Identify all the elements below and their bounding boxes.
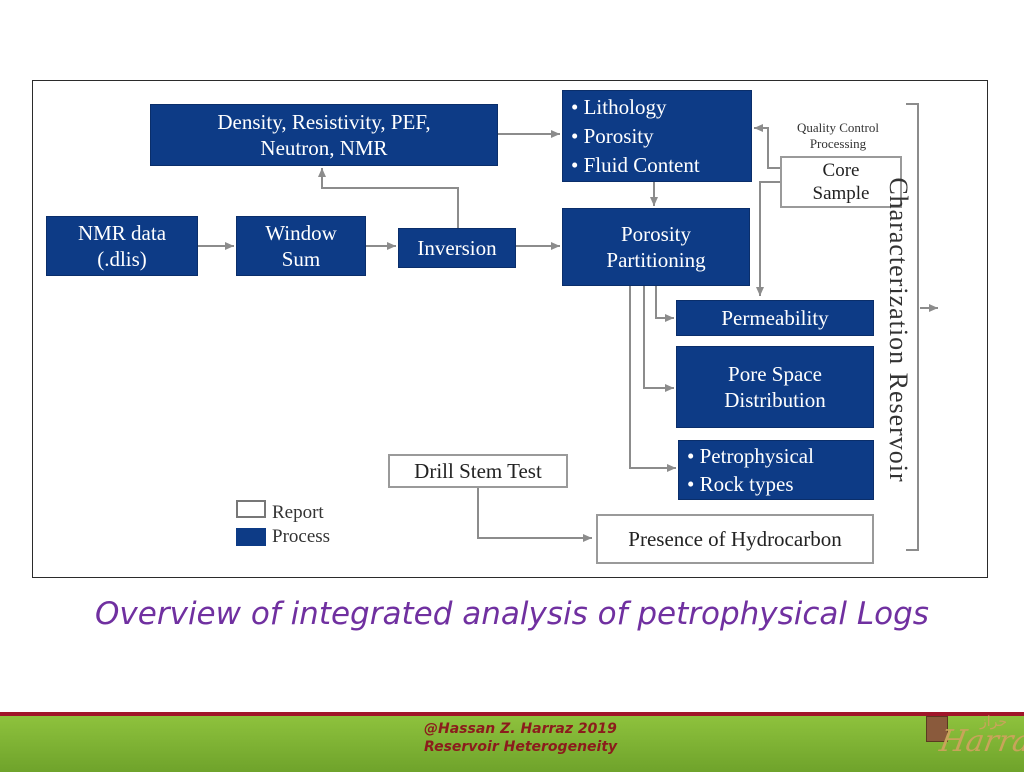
- legend-process-label: Process: [272, 526, 331, 547]
- inversion-label: Inversion: [417, 236, 497, 260]
- figure-caption: Overview of integrated analysis of petro…: [95, 596, 929, 632]
- qc-line-1: Quality Control: [797, 120, 879, 135]
- nmr-data-box: NMR data (.dlis): [46, 216, 198, 276]
- density-resistivity-box: Density, Resistivity, PEF, Neutron, NMR: [150, 104, 498, 166]
- logo-arabic-text: حراز: [980, 715, 1008, 730]
- arrow-core-properties: [754, 124, 780, 169]
- pore-space-box: Pore Space Distribution: [676, 346, 874, 428]
- drill-stem-test-box: Drill Stem Test: [388, 454, 568, 488]
- legend-report-swatch: [236, 500, 266, 518]
- author-photo-icon: [926, 716, 948, 742]
- core-line-1: Core: [822, 160, 860, 181]
- permeability-box: Permeability: [676, 300, 874, 336]
- legend-report-label: Report: [272, 502, 324, 523]
- arrow-inversion-density: [318, 168, 459, 228]
- harraz-logo: Harraz: [936, 724, 1024, 759]
- permeability-label: Permeability: [721, 306, 829, 330]
- window-line-1: Window: [265, 221, 337, 245]
- footer-bar: [0, 712, 1024, 772]
- footer-topic: Reservoir Heterogeneity: [424, 739, 618, 755]
- rock-types-item: Rock types: [687, 470, 794, 498]
- porosity-item: Porosity: [571, 122, 654, 151]
- footer-credits: @Hassan Z. Harraz 2019 Reservoir Heterog…: [424, 720, 617, 756]
- arrow-core-permeability: [756, 181, 780, 296]
- core-line-2: Sample: [812, 183, 870, 204]
- petrophysical-box: Petrophysical Rock types: [678, 440, 874, 500]
- petrophysical-item: Petrophysical: [687, 442, 814, 470]
- qc-line-2: Processing: [809, 136, 867, 151]
- fluid-content-item: Fluid Content: [571, 151, 700, 180]
- nmr-line-2: (.dlis): [97, 247, 147, 271]
- porosity-partitioning-box: Porosity Partitioning: [562, 208, 750, 286]
- arrow-dst-presence: [477, 486, 592, 542]
- window-line-2: Sum: [281, 247, 321, 271]
- legend-process-swatch: [236, 528, 266, 546]
- nmr-line-1: NMR data: [77, 221, 167, 245]
- inversion-box: Inversion: [398, 228, 516, 268]
- quality-control-label: Quality Control Processing: [776, 120, 900, 152]
- properties-box: Lithology Porosity Fluid Content: [562, 90, 752, 182]
- arrow-partitioning-permeability: [655, 286, 674, 322]
- reservoir-characterization-label: Characterization Reservoir: [884, 177, 913, 483]
- footer-author: @Hassan Z. Harraz 2019: [424, 721, 617, 737]
- partitioning-line-1: Porosity: [620, 222, 691, 246]
- arrow-partitioning-porespace: [643, 286, 674, 392]
- density-line-1: Density, Resistivity, PEF,: [217, 110, 431, 134]
- partitioning-line-2: Partitioning: [606, 248, 706, 272]
- arrow-partitioning-petrophysical: [629, 286, 676, 472]
- pore-line-2: Distribution: [724, 388, 826, 412]
- core-sample-box: Core Sample: [780, 156, 902, 208]
- presence-hydrocarbon-box: Presence of Hydrocarbon: [596, 514, 874, 564]
- density-line-2: Neutron, NMR: [260, 136, 388, 160]
- presence-label: Presence of Hydrocarbon: [628, 527, 842, 551]
- right-bracket: [906, 103, 919, 551]
- pore-line-1: Pore Space: [728, 362, 822, 386]
- lithology-item: Lithology: [571, 93, 667, 122]
- dst-label: Drill Stem Test: [414, 459, 542, 483]
- window-sum-box: Window Sum: [236, 216, 366, 276]
